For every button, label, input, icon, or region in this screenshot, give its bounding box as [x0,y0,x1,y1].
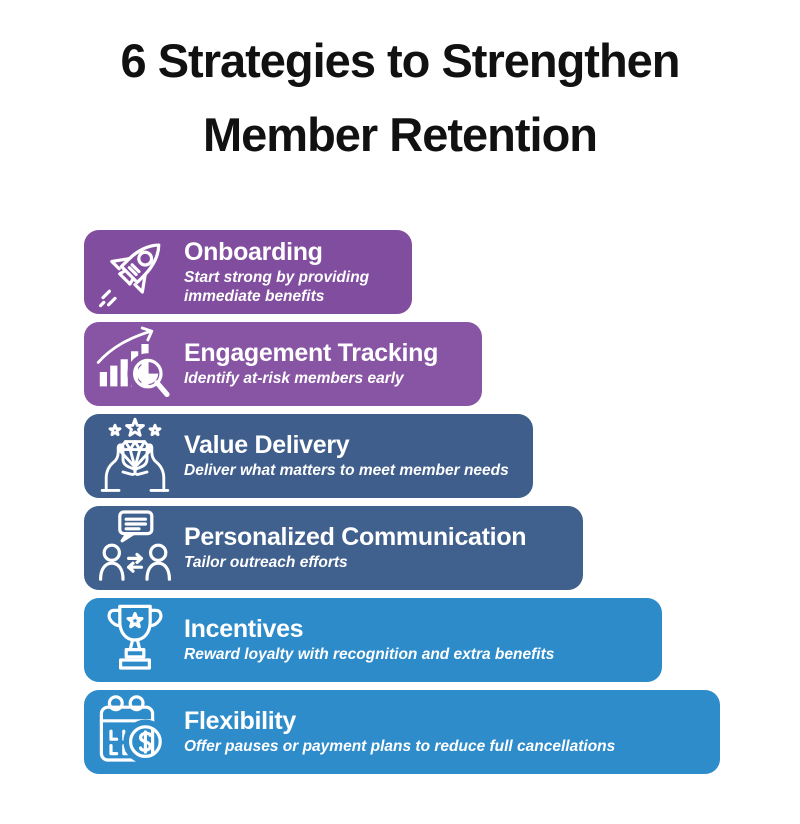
strategy-card-engagement-tracking: Engagement Tracking Identify at-risk mem… [84,322,482,406]
strategy-card-onboarding: Onboarding Start strong by providing imm… [84,230,412,314]
strategy-subtitle: Offer pauses or payment plans to reduce … [184,738,616,756]
strategy-subtitle: Reward loyalty with recognition and extr… [184,646,555,664]
page-title-line1: 6 Strategies to Strengthen [120,34,681,87]
strategy-title: Personalized Communication [184,523,527,552]
rocket-icon [89,231,181,313]
strategy-card-value-delivery: Value Delivery Deliver what matters to m… [84,414,533,498]
strategy-title: Value Delivery [184,431,350,460]
strategy-subtitle: Start strong by providing immediate bene… [184,268,370,305]
page-title: 6 Strategies to Strengthen Member Retent… [30,24,770,172]
strategy-list: Onboarding Start strong by providing imm… [84,230,720,774]
strategy-title: Onboarding [184,237,323,266]
strategy-card-personalized-communication: Personalized Communication Tailor outrea… [84,506,583,590]
strategy-title: Incentives [184,615,304,644]
strategy-card-flexibility: Flexibility Offer pauses or payment plan… [84,690,720,774]
calendar-dollar-icon [89,691,181,773]
strategy-subtitle: Tailor outreach efforts [184,554,348,572]
strategy-card-incentives: Incentives Reward loyalty with recogniti… [84,598,662,682]
people-chat-arrows-icon [89,507,181,589]
page-title-line2: Member Retention [203,108,598,161]
strategy-subtitle: Deliver what matters to meet member need… [184,462,509,480]
strategy-subtitle: Identify at-risk members early [184,370,404,388]
hands-holding-diamond-icon [89,415,181,497]
strategy-title: Flexibility [184,707,297,736]
trophy-icon [89,599,181,681]
bar-chart-magnifier-icon [89,323,181,405]
strategy-title: Engagement Tracking [184,339,439,368]
infographic-canvas: 6 Strategies to Strengthen Member Retent… [0,24,800,824]
